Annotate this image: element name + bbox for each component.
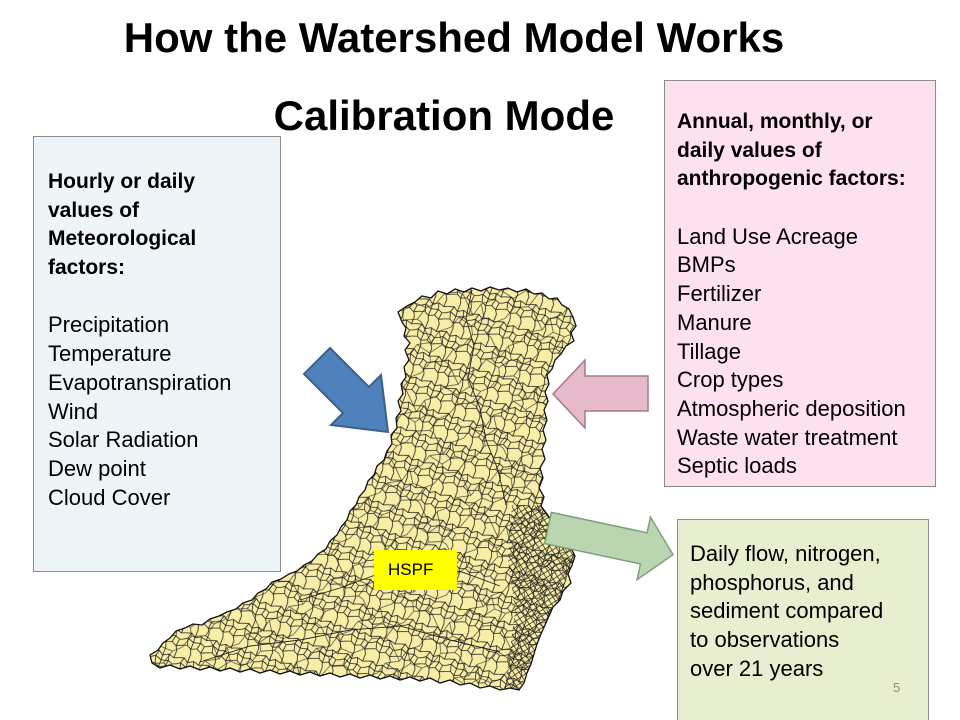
meteorological-inputs-box: Hourly or daily values of Meteorological… xyxy=(33,136,281,572)
meteorological-factor-item: Evapotranspiration xyxy=(48,369,232,395)
anthropogenic-factor-item: Atmospheric deposition xyxy=(677,395,906,421)
anthropogenic-factor-item: BMPs xyxy=(677,252,736,278)
meteorological-text: Hourly or daily values of Meteorological… xyxy=(48,168,231,512)
meteorological-factor-item: Precipitation xyxy=(48,312,170,338)
output-description-line: sediment compared xyxy=(690,598,884,624)
slide-subtitle: Calibration Mode xyxy=(273,92,615,139)
meteorological-factor-item: Wind xyxy=(48,398,99,424)
anthropogenic-factor-item: Manure xyxy=(677,309,752,335)
anthropogenic-inputs-box: Annual, monthly, or daily values of anth… xyxy=(664,80,936,487)
meteorological-factor-item: Solar Radiation xyxy=(48,427,199,453)
meteorological-heading-line: Hourly or daily xyxy=(48,170,196,193)
meteorological-factor-item: Dew point xyxy=(48,455,146,481)
meteorological-heading-line: values of xyxy=(48,198,140,222)
page-number: 5 xyxy=(893,680,901,695)
watershed-map xyxy=(149,286,577,691)
output-description-line: over 21 years xyxy=(690,655,824,681)
anthropogenic-factor-item: Waste water treatment xyxy=(677,424,898,450)
model-label: HSPF xyxy=(374,550,457,590)
watershed-subdivisions xyxy=(150,287,576,690)
meteorological-factor-item: Cloud Cover xyxy=(48,484,171,510)
output-description-line: to observations xyxy=(690,627,840,653)
model-outputs-text: Daily flow, nitrogen, phosphorus, and se… xyxy=(690,540,883,683)
anthropogenic-factor-item: Crop types xyxy=(677,367,784,393)
model-outputs-box: Daily flow, nitrogen, phosphorus, and se… xyxy=(677,519,929,720)
meteorological-factor-item: Temperature xyxy=(48,341,172,367)
output-description-line: Daily flow, nitrogen, xyxy=(690,541,881,566)
anthropogenic-heading-line: Annual, monthly, or xyxy=(677,110,873,133)
anthropogenic-input-arrow xyxy=(551,358,649,430)
anthropogenic-factor-item: Septic loads xyxy=(677,453,797,479)
meteorological-input-arrow xyxy=(302,346,390,434)
anthropogenic-factor-item: Land Use Acreage xyxy=(677,223,859,249)
anthropogenic-factor-item: Tillage xyxy=(677,338,741,364)
meteorological-heading-line: Meteorological xyxy=(48,227,197,251)
model-output-arrow xyxy=(543,511,675,582)
output-description-line: phosphorus, and xyxy=(690,569,854,595)
anthropogenic-text: Annual, monthly, or daily values of anth… xyxy=(677,108,906,481)
anthropogenic-heading-line: anthropogenic factors: xyxy=(677,167,906,191)
anthropogenic-factor-item: Fertilizer xyxy=(677,281,762,307)
anthropogenic-heading-line: daily values of xyxy=(677,138,822,162)
slide-title: How the Watershed Model Works xyxy=(123,14,785,61)
meteorological-heading-line: factors: xyxy=(48,256,126,280)
